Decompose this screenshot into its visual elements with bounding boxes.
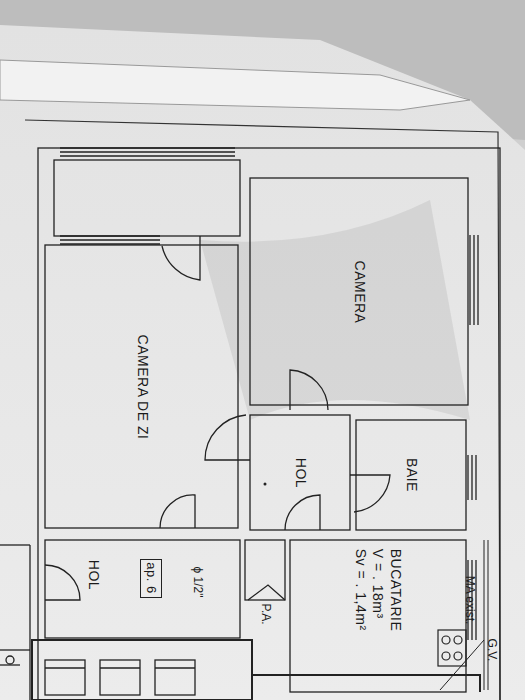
paper-sheet — [0, 25, 525, 700]
apartment-tag: ap. 6 — [140, 559, 162, 598]
room-kitchen: BUCATARIEV = . 18m³Sv = . 1,4m² — [290, 540, 466, 640]
room-bathroom: BAIE — [356, 420, 466, 530]
room-living: CAMERA DE ZI — [45, 245, 238, 528]
room-data: V = . 18m³ — [369, 549, 387, 619]
pipe-diameter: ϕ 1/2" — [191, 567, 205, 598]
room-text-group: BUCATARIEV = . 18m³Sv = . 1,4m² — [352, 549, 405, 632]
room-name: HOL — [291, 457, 309, 487]
room-text-group: BAIE — [402, 458, 420, 492]
room-text-group: CAMERA DE ZI — [133, 334, 151, 439]
room-name: CAMERA DE ZI — [133, 334, 151, 439]
room-text-group: CAMERA — [350, 260, 368, 323]
walls — [0, 148, 500, 700]
room-text-group: HOL — [291, 457, 309, 487]
room-text-group: HOL — [84, 560, 102, 590]
meter-note: MA exist. — [463, 576, 477, 625]
room-hall: HOL — [250, 415, 350, 530]
room-bedroom: CAMERA — [250, 178, 468, 405]
frame — [25, 120, 500, 700]
room-name: BAIE — [402, 458, 420, 492]
room-text-group: ap. 6 — [143, 562, 159, 593]
room-name: BUCATARIE — [387, 549, 405, 632]
room-hall: HOL — [45, 545, 140, 605]
paper-fold — [0, 60, 470, 110]
room-name: CAMERA — [350, 260, 368, 323]
room-data: Sv = . 1,4m² — [352, 549, 370, 631]
panel-label: P.A. — [259, 603, 273, 624]
dot — [264, 483, 267, 486]
stove-symbol — [438, 630, 466, 666]
room-name: ap. 6 — [143, 562, 159, 593]
room-name: HOL — [84, 560, 102, 590]
gas-valve-label: G.V. — [485, 639, 499, 662]
